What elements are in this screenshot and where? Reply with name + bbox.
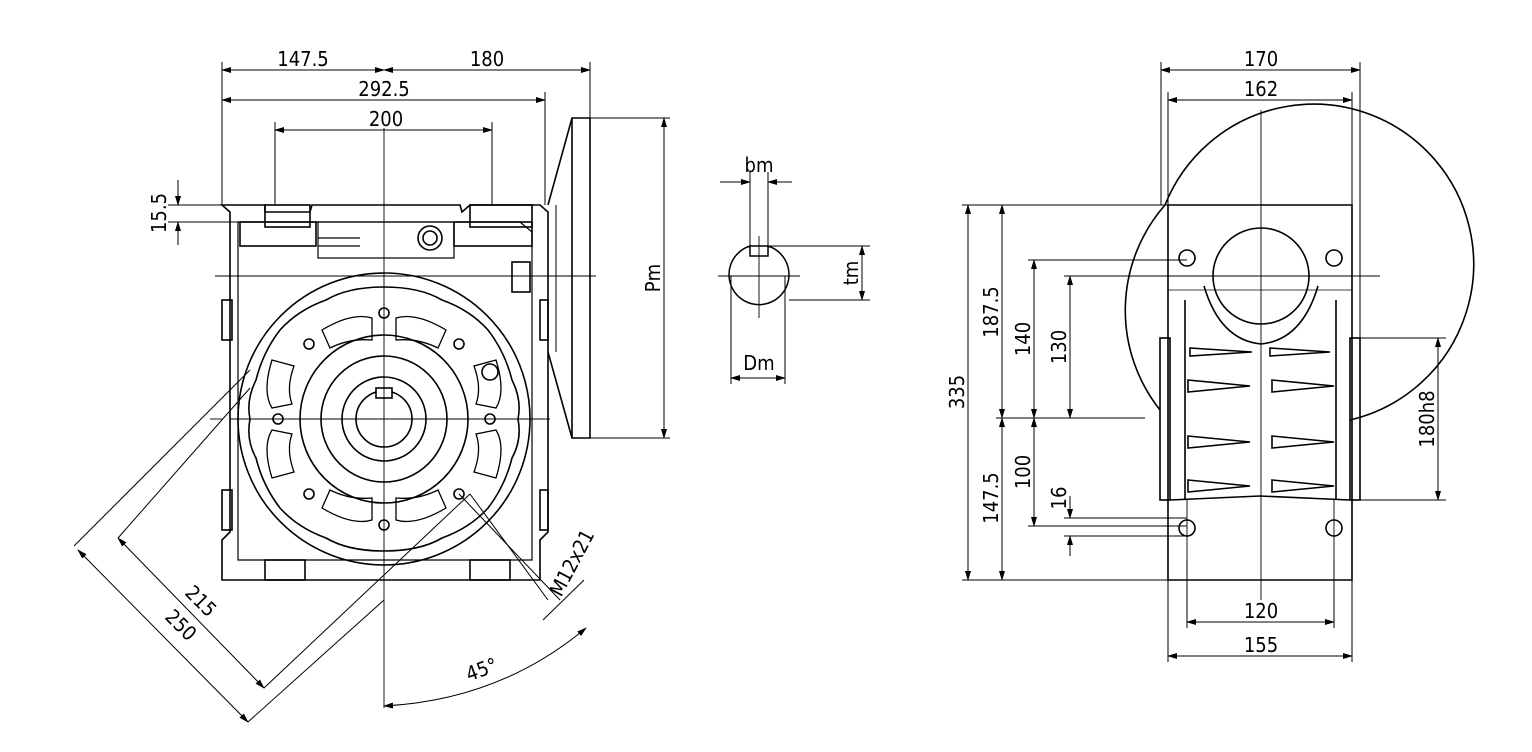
dim-foot-spacing: 120: [1244, 599, 1278, 623]
front-view: [210, 117, 596, 708]
dim-bore-diameter: Dm: [743, 351, 774, 375]
side-view-dimensions: [962, 62, 1446, 662]
front-view-dimensions: [73, 62, 670, 723]
dim-base-width: 155: [1244, 633, 1278, 657]
dim-foot-height-130: 130: [1047, 330, 1071, 364]
dim-width-left: 147.5: [277, 47, 329, 71]
dim-overall-width: 292.5: [358, 77, 410, 101]
side-view-labels: 170 162 335 187.5 147.5 140 130 100 16 1…: [945, 47, 1439, 657]
shaft-section-labels: bm tm Dm: [743, 153, 863, 375]
dim-upper-height: 187.5: [979, 286, 1003, 338]
dim-overall-height: 335: [945, 375, 969, 409]
dim-flange-diameter: Pm: [641, 264, 665, 292]
dim-bolt-thread: M12x21: [544, 525, 599, 600]
dim-top-width-inner: 162: [1244, 77, 1278, 101]
dim-slot-16: 16: [1047, 487, 1071, 510]
shaft-section: [718, 172, 870, 384]
dim-top-offset: 15.5: [147, 193, 171, 233]
dim-lower-height: 147.5: [979, 472, 1003, 524]
dim-bolt-angle: 45°: [463, 653, 501, 686]
dim-width-right: 180: [470, 47, 504, 71]
dim-key-height: tm: [839, 261, 863, 286]
dim-key-width: bm: [745, 153, 774, 177]
dim-hole-spacing: 200: [369, 107, 403, 131]
dim-top-width-outer: 170: [1244, 47, 1278, 71]
dim-lower-offset-100: 100: [1011, 455, 1035, 489]
front-view-labels: 147.5 180 292.5 200 15.5 Pm 215 250 M12x…: [147, 47, 665, 686]
dim-foot-height-140: 140: [1011, 322, 1035, 356]
dim-spigot-diameter: 180h8: [1415, 390, 1439, 447]
